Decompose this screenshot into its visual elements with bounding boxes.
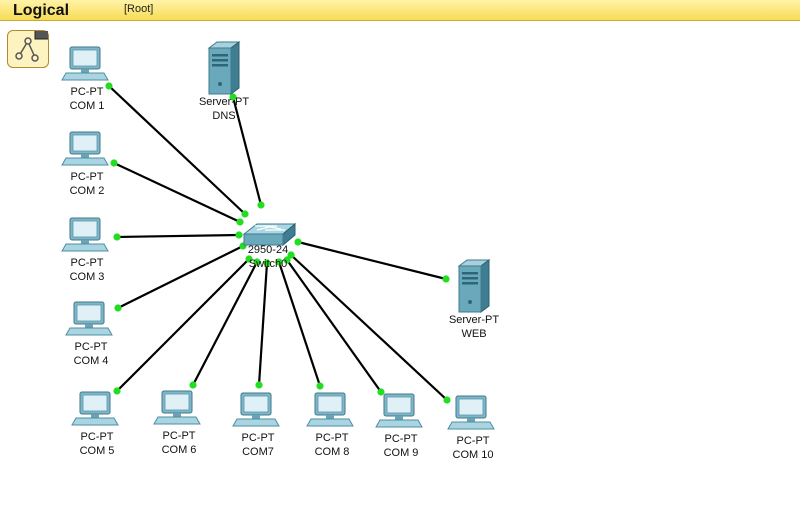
device-model-label: PC-PT	[316, 432, 349, 444]
link-web[interactable]	[294, 238, 450, 283]
pc-icon	[447, 395, 495, 430]
device-pc2[interactable]: PC-PT COM 2	[61, 131, 109, 197]
link-light	[113, 233, 121, 241]
device-pc4[interactable]: PC-PT COM 4	[65, 301, 113, 367]
device-model-label: PC-PT	[71, 171, 104, 183]
link-light	[236, 218, 244, 226]
pc-icon	[375, 393, 423, 428]
pc-icon	[61, 217, 109, 252]
device-model-label: PC-PT	[163, 430, 196, 442]
pc-icon	[71, 391, 119, 426]
link-light	[110, 159, 118, 167]
pc-icon	[232, 392, 280, 427]
link-light	[316, 382, 324, 390]
link-light	[294, 238, 302, 246]
device-model-label: PC-PT	[75, 341, 108, 353]
device-pc7[interactable]: PC-PT COM7	[232, 392, 280, 458]
link-pc2[interactable]	[110, 159, 244, 226]
device-name-label: COM 10	[453, 449, 494, 461]
device-model-label: PC-PT	[457, 435, 490, 447]
device-name-label: COM7	[242, 446, 274, 458]
pc-icon	[306, 392, 354, 427]
server-icon	[457, 259, 491, 313]
link-light	[283, 256, 291, 264]
device-name-label: COM 5	[80, 445, 115, 457]
device-pc1[interactable]: PC-PT COM 1	[61, 46, 109, 112]
device-name-label: COM 2	[70, 185, 105, 197]
device-name-label: COM 1	[70, 100, 105, 112]
link-pc4[interactable]	[114, 242, 247, 312]
device-name-label: COM 3	[70, 271, 105, 283]
device-name-label: WEB	[461, 328, 486, 340]
link-light	[442, 275, 450, 283]
topology-canvas[interactable]: PC-PT COM 1 PC-PT COM 2 PC-PT COM 3 PC-PT COM 4…	[0, 21, 800, 507]
link-light	[105, 82, 113, 90]
device-name-label: COM 6	[162, 444, 197, 456]
logical-workspace-bar: Logical [Root]	[0, 0, 800, 21]
link-light	[287, 251, 295, 259]
device-pc10[interactable]: PC-PT COM 10	[447, 395, 495, 461]
root-breadcrumb[interactable]: [Root]	[124, 3, 154, 15]
device-pc5[interactable]: PC-PT COM 5	[71, 391, 119, 457]
server-icon	[207, 41, 241, 95]
link-pc7[interactable]	[255, 259, 271, 389]
link-pc5[interactable]	[113, 255, 253, 395]
pc-icon	[61, 46, 109, 81]
pc-icon	[61, 131, 109, 166]
device-name-label: COM 9	[384, 447, 419, 459]
logical-view-icon[interactable]	[7, 26, 50, 68]
link-light	[275, 258, 283, 266]
link-light	[229, 93, 237, 101]
link-light	[253, 258, 261, 266]
link-pc6[interactable]	[189, 258, 261, 389]
device-model-label: PC-PT	[71, 257, 104, 269]
device-name-label: COM 4	[74, 355, 109, 367]
device-model-label: 2950-24	[248, 244, 288, 256]
device-name-label: COM 8	[315, 446, 350, 458]
pc-icon	[153, 390, 201, 425]
device-model-label: PC-PT	[71, 86, 104, 98]
link-dns[interactable]	[229, 93, 265, 209]
device-pc6[interactable]: PC-PT COM 6	[153, 390, 201, 456]
device-model-label: PC-PT	[242, 432, 275, 444]
device-name-label: DNS	[212, 110, 235, 122]
link-light	[257, 201, 265, 209]
device-pc9[interactable]: PC-PT COM 9	[375, 393, 423, 459]
device-pc3[interactable]: PC-PT COM 3	[61, 217, 109, 283]
link-pc9[interactable]	[283, 256, 385, 396]
device-model-label: PC-PT	[81, 431, 114, 443]
device-name-label: Switch0	[249, 258, 288, 270]
device-pc8[interactable]: PC-PT COM 8	[306, 392, 354, 458]
pc-icon	[65, 301, 113, 336]
device-model-label: PC-PT	[385, 433, 418, 445]
link-light	[377, 388, 385, 396]
link-pc8[interactable]	[275, 258, 324, 390]
link-light	[189, 381, 197, 389]
device-web[interactable]: Server-PT WEB	[449, 259, 499, 340]
link-light	[245, 255, 253, 263]
link-pc10[interactable]	[287, 251, 451, 404]
link-light	[235, 231, 243, 239]
workspace-title: Logical	[13, 2, 70, 19]
link-light	[263, 259, 271, 267]
link-light	[255, 381, 263, 389]
link-light	[114, 304, 122, 312]
device-model-label: Server-PT	[449, 314, 499, 326]
link-pc1[interactable]	[105, 82, 249, 218]
link-light	[443, 396, 451, 404]
device-dns[interactable]: Server-PT DNS	[199, 41, 249, 122]
device-model-label: Server-PT	[199, 96, 249, 108]
link-light	[113, 387, 121, 395]
switch-icon	[242, 222, 297, 247]
link-light	[241, 210, 249, 218]
link-pc3[interactable]	[113, 231, 243, 241]
